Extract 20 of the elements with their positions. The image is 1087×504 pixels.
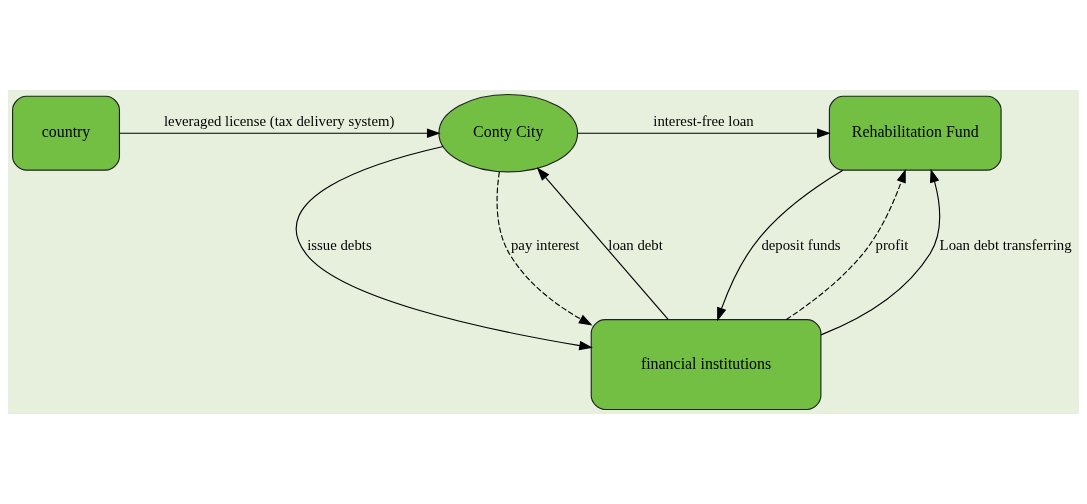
edge-label: interest-free loan [653,112,754,129]
node-box: country [12,95,121,171]
edge-label: profit [875,236,909,253]
arrow [820,168,941,336]
node-ellipse: Conty City [438,94,579,173]
arrow [577,128,831,138]
node-box: financial institutions [590,319,822,410]
arrow [295,145,593,351]
edge-label: leveraged license (tax delivery system) [163,112,395,129]
edge-label: deposit funds [761,236,841,253]
node-box: Rehabilitation Fund [828,95,1002,171]
arrow [785,168,906,321]
edge-label: loan debt [608,236,663,253]
arrow [717,169,844,322]
edge-label: Loan debt transferring [939,236,1072,253]
arrow [536,167,669,320]
arrow [119,128,441,138]
edge-label: pay interest [510,236,580,253]
edge-label: issue debts [307,236,372,253]
arrow [496,171,593,326]
